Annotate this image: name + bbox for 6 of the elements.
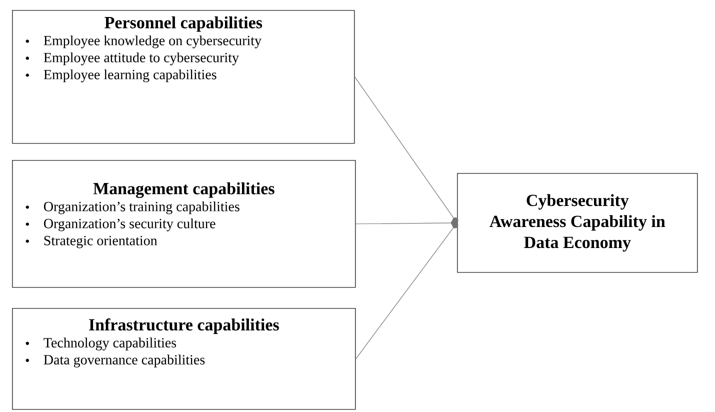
capability-box: Management capabilities Organization’s training capabilities Organization’s security culture Strategic orientation xyxy=(12,160,356,288)
capability-box: Infrastructure capabilities Technology capabilities Data governance capabilities xyxy=(12,308,356,410)
capability-box: Personnel capabilities Employee knowledge on cybersecurity Employee attitude to cybersecurity Employee learning capabilities xyxy=(12,10,355,144)
result-box: Cybersecurity Awareness Capability in Data Economy xyxy=(457,172,698,273)
connector xyxy=(354,76,458,224)
connector xyxy=(356,222,458,360)
